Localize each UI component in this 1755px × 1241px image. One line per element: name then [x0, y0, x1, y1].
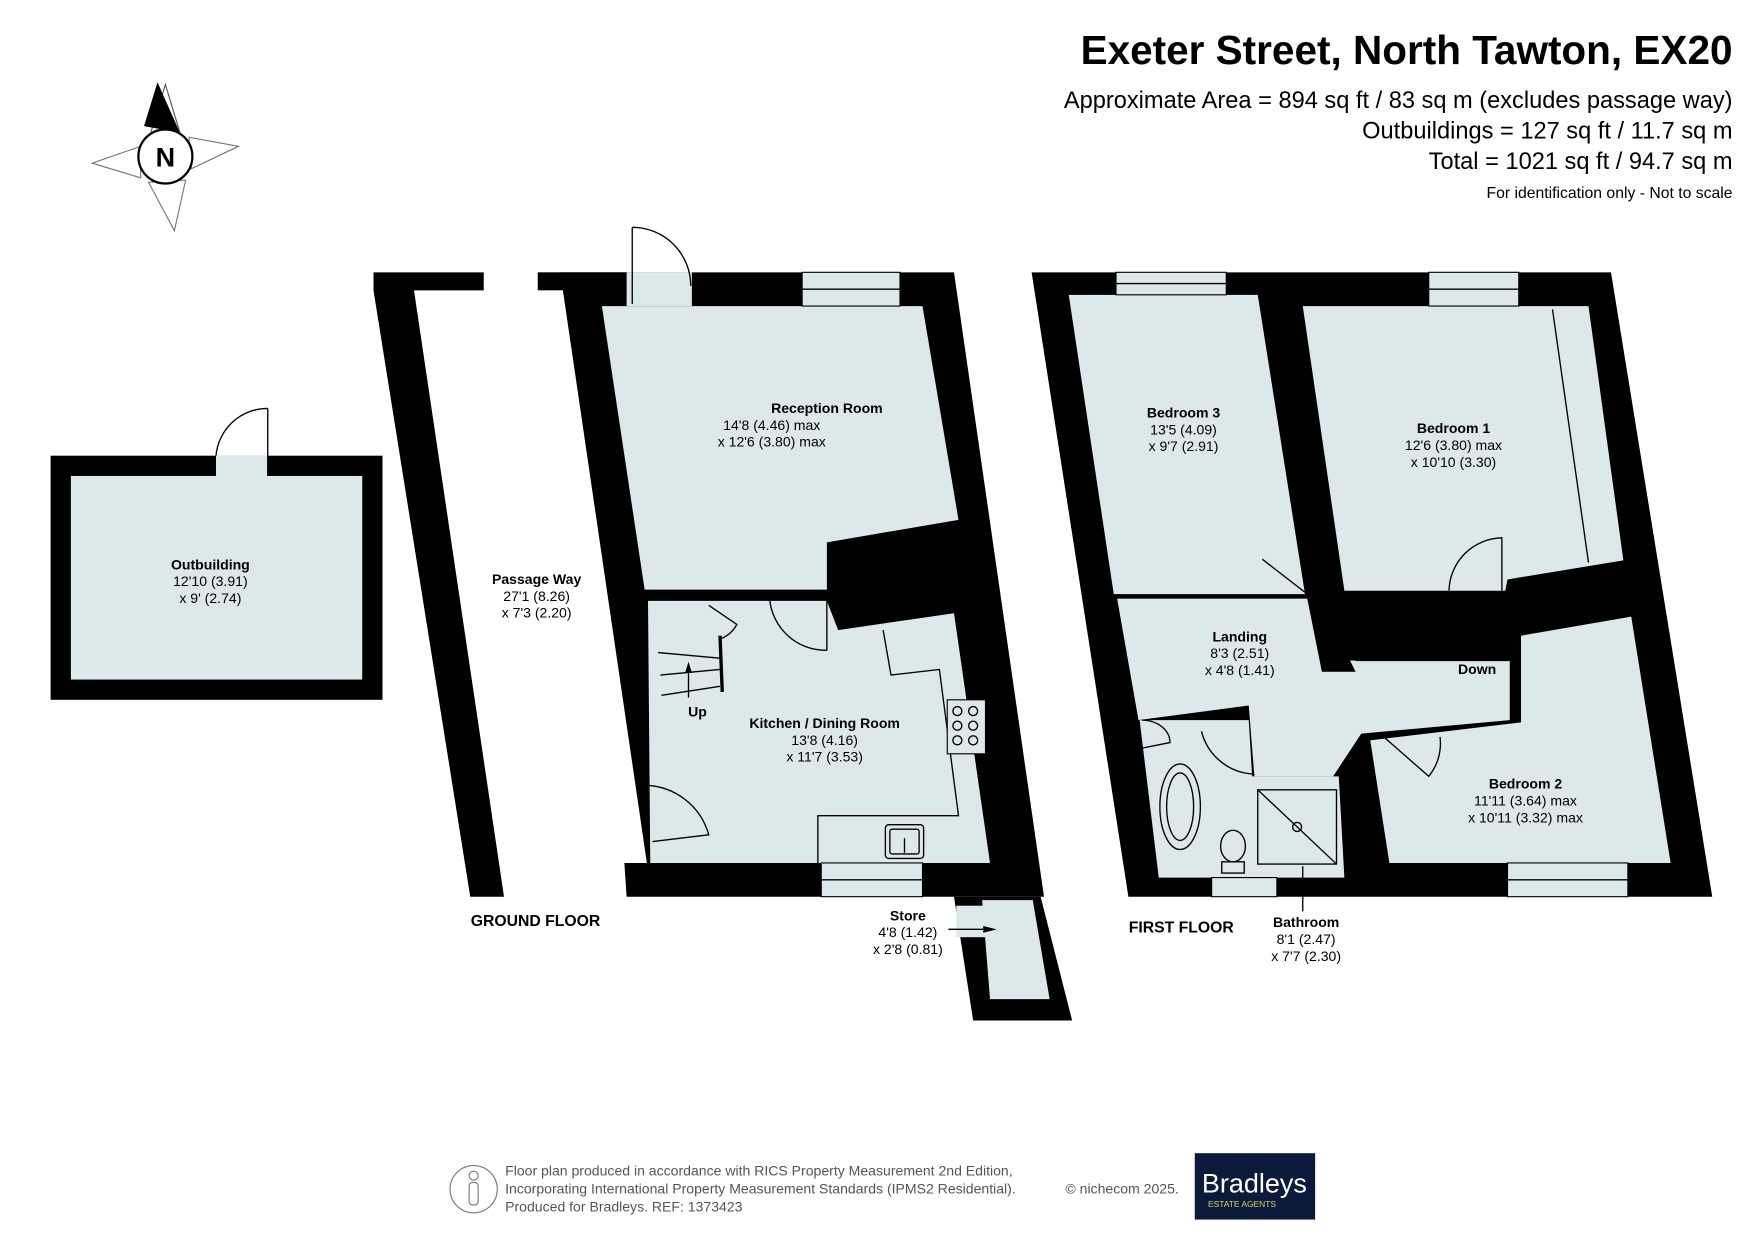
reception-dim2: x 12'6 (3.80) max — [718, 434, 826, 450]
outbuildings-area: Outbuildings = 127 sq ft / 11.7 sq m — [1362, 118, 1732, 144]
approx-area: Approximate Area = 894 sq ft / 83 sq m (… — [1064, 88, 1733, 114]
compass-icon: N — [90, 82, 241, 233]
sink-icon — [884, 824, 925, 860]
store-dim1: 4'8 (1.42) — [878, 924, 937, 940]
first-floor-stairs-label: Down — [1458, 661, 1496, 677]
landing-dim2: x 4'8 (1.41) — [1205, 662, 1275, 678]
door-swing-icon — [215, 407, 269, 476]
footer-line-3: Produced for Bradleys. REF: 1373423 — [505, 1199, 743, 1215]
ground-floor-house: Up Reception Room 14'8 (4.46) max x 12'6… — [560, 226, 1044, 898]
bathroom-dim2: x 7'7 (2.30) — [1271, 948, 1341, 964]
kitchen-name: Kitchen / Dining Room — [749, 715, 900, 731]
footer-logo-name: Bradleys — [1202, 1169, 1307, 1199]
compass-label: N — [156, 143, 175, 173]
passage-name: Passage Way — [492, 571, 581, 587]
bath-icon — [1159, 763, 1202, 851]
first-floor-label: FIRST FLOOR — [1129, 920, 1235, 937]
ground-floor-label: GROUND FLOOR — [471, 913, 601, 930]
property-title: Exeter Street, North Tawton, EX20 — [1081, 27, 1733, 73]
door-swing-icon — [1200, 731, 1442, 778]
stairs-up-icon — [658, 604, 738, 698]
reception-name: Reception Room — [771, 400, 883, 416]
bedroom1-dim2: x 10'10 (3.30) — [1411, 454, 1496, 470]
bedroom3-dim1: 13'5 (4.09) — [1150, 421, 1217, 437]
bedroom2-name: Bedroom 2 — [1489, 776, 1563, 792]
door-swing-icon — [631, 226, 692, 304]
bathroom-name: Bathroom — [1273, 914, 1339, 930]
rics-person-icon — [449, 1165, 498, 1214]
kitchen-dim2: x 11'7 (3.53) — [786, 749, 863, 765]
outbuilding-dim1: 12'10 (3.91) — [173, 573, 248, 589]
footer-line-2: Incorporating International Property Mea… — [505, 1181, 1016, 1197]
copyright: © nichecom 2025. — [1065, 1181, 1178, 1197]
store-dim2: x 2'8 (0.81) — [873, 941, 943, 957]
outbuilding-dim2: x 9' (2.74) — [179, 590, 241, 606]
footer-line-1: Floor plan produced in accordance with R… — [505, 1163, 1013, 1179]
door-swing-icon — [1261, 537, 1503, 595]
door-swing-icon — [768, 591, 828, 651]
disclaimer: For identification only - Not to scale — [1487, 185, 1733, 202]
shower-icon — [1257, 789, 1338, 865]
basin-icon — [1141, 719, 1171, 749]
bedroom3-name: Bedroom 3 — [1147, 404, 1221, 420]
passage-dim2: x 7'3 (2.20) — [502, 605, 572, 621]
bedroom2-dim2: x 10'11 (3.32) max — [1468, 809, 1583, 825]
bedroom3-dim2: x 9'7 (2.91) — [1149, 438, 1219, 454]
bedroom2-dim1: 11'11 (3.64) max — [1474, 793, 1577, 809]
door-swing-icon — [644, 784, 710, 843]
reception-dim1: 14'8 (4.46) max — [723, 417, 820, 433]
room-name: Outbuilding — [171, 556, 250, 572]
bathroom-dim1: 8'1 (2.47) — [1277, 931, 1336, 947]
store: Store 4'8 (1.42) x 2'8 (0.81) — [873, 896, 1073, 1021]
landing-name: Landing — [1212, 628, 1267, 644]
bradleys-logo: Bradleys ESTATE AGENTS — [1194, 1153, 1316, 1220]
kitchen-dim1: 13'8 (4.16) — [791, 732, 858, 748]
total-area: Total = 1021 sq ft / 94.7 sq m — [1429, 149, 1733, 175]
outbuilding: Outbuilding 12'10 (3.91) x 9' (2.74) — [50, 407, 383, 700]
bedroom1-dim1: 12'6 (3.80) max — [1405, 437, 1502, 453]
stairs-down-icon — [1355, 601, 1510, 662]
first-floor-house: Down Bedroom 3 13'5 (4.09) x 9'7 (2.91) … — [1031, 271, 1713, 912]
window-icon — [1211, 877, 1278, 898]
bedroom1-name: Bedroom 1 — [1417, 420, 1491, 436]
passage-dim1: 27'1 (8.26) — [503, 588, 570, 604]
hob-icon — [946, 699, 987, 755]
landing-dim1: 8'3 (2.51) — [1210, 645, 1269, 661]
footer-logo-sub: ESTATE AGENTS — [1208, 1199, 1276, 1209]
ground-floor-stairs-label: Up — [688, 704, 707, 720]
store-name: Store — [890, 907, 926, 923]
